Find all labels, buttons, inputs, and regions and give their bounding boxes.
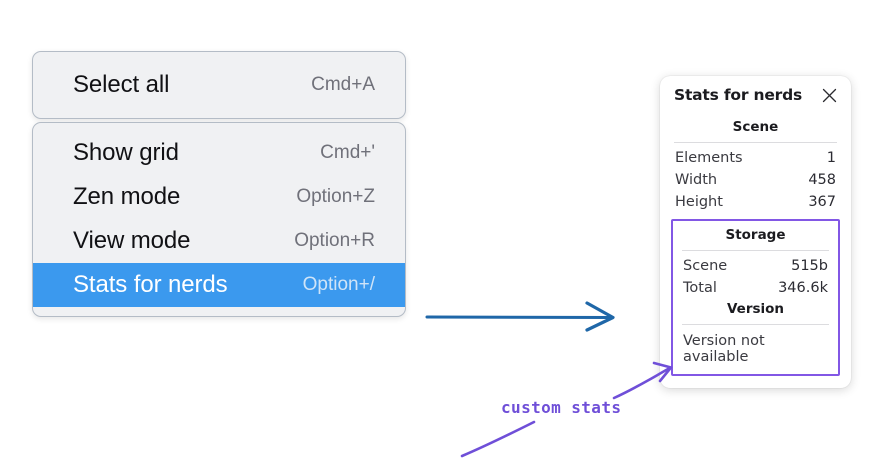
stat-label: Elements (675, 150, 743, 166)
stat-row-elements: Elements 1 (671, 147, 840, 169)
stat-value: 515b (791, 258, 828, 274)
storage-heading: Storage (725, 227, 786, 243)
menu-item-label: Show grid (73, 139, 179, 166)
blue-arrow-icon (425, 301, 615, 332)
menu-item-view-mode[interactable]: View mode Option+R (33, 219, 405, 263)
stats-panel-title: Stats for nerds (674, 86, 803, 104)
scene-section: Scene Elements 1 Width 458 Height 367 (671, 118, 840, 213)
storage-divider (682, 250, 829, 251)
stat-value: 1 (826, 150, 836, 166)
stat-value: 458 (808, 172, 836, 188)
version-text: Version not available (683, 333, 765, 365)
stat-label: Width (675, 172, 718, 188)
stat-row-storage-scene: Scene 515b (679, 255, 832, 277)
menu-item-stats-for-nerds[interactable]: Stats for nerds Option+/ (33, 263, 405, 307)
menu-item-shortcut: Option+R (294, 230, 375, 251)
stat-label: Total (683, 280, 717, 296)
version-divider (682, 324, 829, 325)
menu-item-shortcut: Option+Z (296, 186, 375, 207)
custom-stats-annotation-arrow (460, 361, 673, 458)
context-menu: Select all Cmd+A Show grid Cmd+' Zen mod… (32, 51, 406, 317)
menu-item-zen-mode[interactable]: Zen mode Option+Z (33, 175, 405, 219)
scene-divider (674, 142, 837, 143)
menu-item-label: Stats for nerds (73, 271, 228, 298)
stats-for-nerds-panel: Stats for nerds Scene Elements 1 Width 4… (660, 76, 851, 388)
stat-row-height: Height 367 (671, 191, 840, 213)
close-icon[interactable] (821, 87, 838, 104)
storage-section: Storage Scene 515b Total 346.6k (679, 225, 832, 299)
stat-value: 346.6k (778, 280, 828, 296)
menu-item-shortcut: Option+/ (302, 274, 375, 295)
menu-item-shortcut: Cmd+A (311, 74, 375, 95)
custom-stats-highlight-box: Storage Scene 515b Total 346.6k Version … (671, 219, 840, 376)
scene-heading: Scene (732, 119, 779, 135)
stat-value: 367 (808, 194, 836, 210)
version-section: Version Version not available (679, 299, 832, 368)
stat-row-storage-total: Total 346.6k (679, 277, 832, 299)
custom-stats-note-label: custom stats (501, 398, 622, 417)
menu-item-shortcut: Cmd+' (320, 142, 375, 163)
stat-label: Height (675, 194, 723, 210)
stat-row-width: Width 458 (671, 169, 840, 191)
stat-label: Scene (683, 258, 728, 274)
context-menu-group-2: Show grid Cmd+' Zen mode Option+Z View m… (32, 122, 406, 317)
menu-item-label: Select all (73, 71, 170, 98)
menu-item-label: Zen mode (73, 183, 181, 210)
menu-item-show-grid[interactable]: Show grid Cmd+' (33, 131, 405, 175)
menu-item-label: View mode (73, 227, 191, 254)
context-menu-group-1: Select all Cmd+A (32, 51, 406, 119)
menu-item-select-all[interactable]: Select all Cmd+A (33, 63, 405, 107)
version-heading: Version (726, 301, 785, 317)
stats-panel-header: Stats for nerds (671, 86, 840, 104)
